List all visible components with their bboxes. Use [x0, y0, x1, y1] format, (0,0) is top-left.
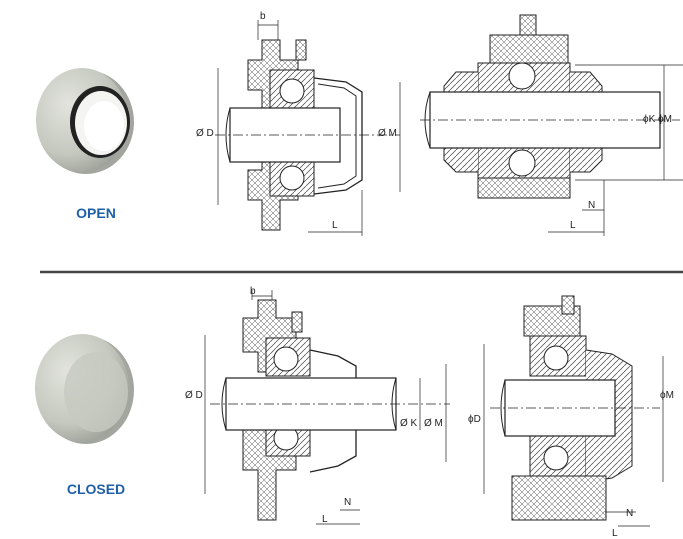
open-dim-b: b	[260, 11, 266, 22]
open-dim-diam-m: Ø M	[378, 128, 397, 139]
closed-cap-photo	[35, 334, 134, 444]
closed-dim-phi-m: ϕM	[660, 390, 674, 401]
closed-dim-l: L	[322, 514, 328, 525]
open-cap-photo	[36, 68, 134, 174]
closed-drawing-flange	[204, 290, 450, 525]
open-dim-l2: L	[570, 220, 576, 231]
closed-dim-diam-m: Ø M	[424, 418, 443, 429]
open-dim-n: N	[588, 200, 595, 211]
open-label: OPEN	[76, 205, 116, 221]
closed-dim-b: b	[250, 286, 256, 297]
closed-dim-n2: N	[626, 508, 633, 519]
open-dim-l: L	[332, 220, 338, 231]
closed-dim-diam-d: Ø D	[185, 390, 203, 401]
closed-drawing-pillow	[483, 295, 664, 527]
open-drawing-pillow	[420, 14, 683, 236]
closed-dim-phi-d: ϕD	[468, 414, 481, 425]
open-dim-diam-k-m: ϕK ϕM	[643, 114, 672, 125]
closed-dim-diam-k: Ø K	[400, 418, 418, 429]
closed-label: CLOSED	[66, 481, 126, 497]
open-dim-diam-d: Ø D	[196, 128, 214, 139]
closed-dim-l2: L	[612, 528, 618, 539]
open-drawing-flange	[215, 20, 401, 236]
closed-dim-n: N	[344, 497, 351, 508]
